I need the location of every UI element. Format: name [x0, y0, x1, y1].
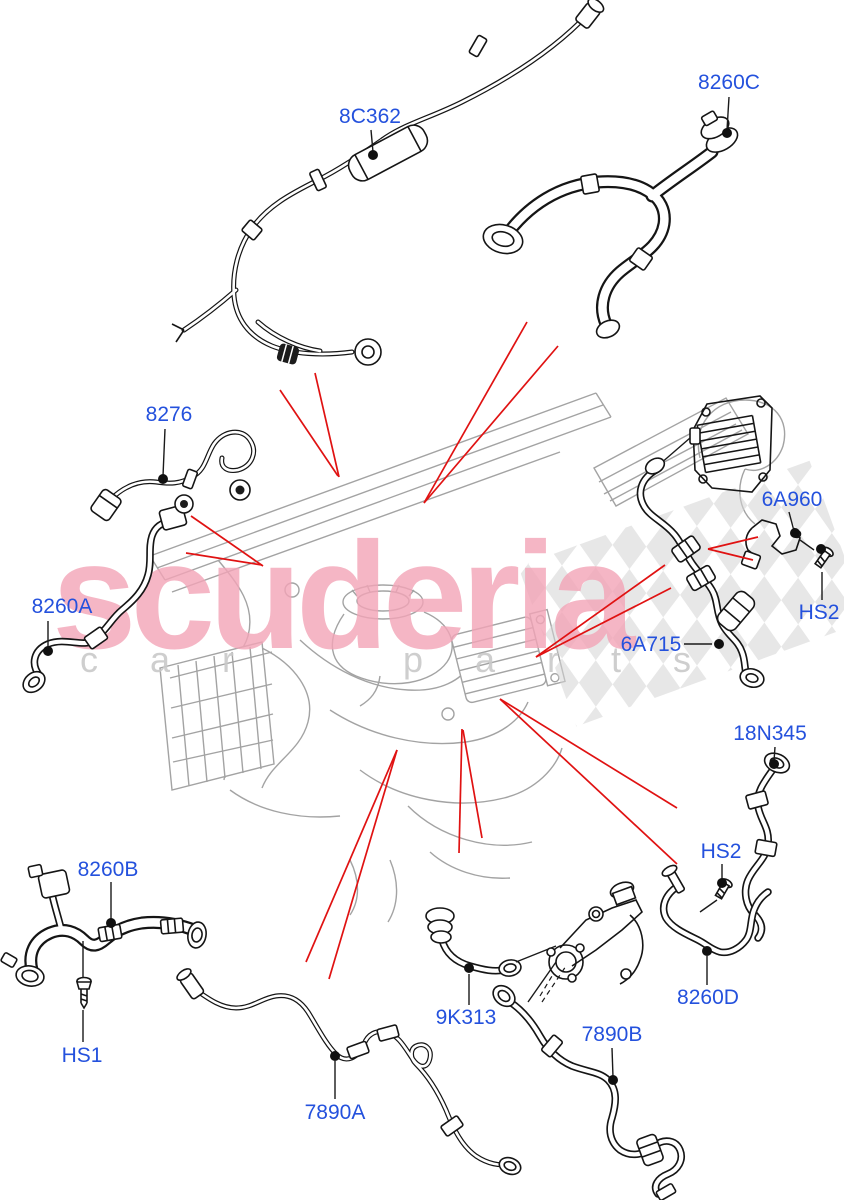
part-label-18N345[interactable]: 18N345 — [733, 722, 807, 745]
watermark: scuderia car parts — [52, 460, 844, 727]
part-label-7890B[interactable]: 7890B — [581, 1023, 643, 1046]
part-label-8276[interactable]: 8276 — [145, 403, 193, 426]
label-anchor-dots — [43, 128, 826, 1085]
hose-8C362-drawing — [171, 0, 605, 366]
screw-HS1-drawing — [75, 976, 93, 1010]
part-label-8260B[interactable]: 8260B — [77, 858, 139, 881]
label-leader-lines — [47, 96, 823, 1099]
callout-lines — [185, 321, 759, 980]
part-label-6A715[interactable]: 6A715 — [620, 633, 682, 656]
hose-8260C-drawing — [482, 110, 739, 339]
hose-9K313-drawing — [425, 907, 565, 997]
bolt-hs2-lower-leader — [699, 899, 718, 913]
part-label-8260A[interactable]: 8260A — [31, 595, 93, 618]
trans-oil-cooler-drawing — [659, 395, 773, 493]
hose-6A715-drawing — [636, 457, 765, 689]
part-label-8C362[interactable]: 8C362 — [339, 105, 401, 128]
part-label-HS2-upper[interactable]: HS2 — [798, 601, 840, 624]
hose-7890A-drawing — [176, 968, 522, 1176]
hose-8260B-drawing — [0, 863, 207, 987]
water-pump-drawing — [546, 881, 644, 985]
part-label-8260C[interactable]: 8260C — [698, 71, 760, 94]
part-label-6A960[interactable]: 6A960 — [761, 488, 823, 511]
part-label-HS2-lower[interactable]: HS2 — [700, 840, 742, 863]
checkered-flag-graphic — [518, 460, 844, 727]
hose-8260D-drawing — [659, 864, 772, 957]
part-label-7890A[interactable]: 7890A — [304, 1101, 366, 1124]
part-label-HS1[interactable]: HS1 — [61, 1044, 103, 1067]
part-label-8260D[interactable]: 8260D — [677, 986, 739, 1009]
hose-7890B-drawing — [492, 961, 685, 1200]
watermark-subtitle-text: car parts — [80, 639, 743, 680]
hose-8276-drawing — [90, 429, 256, 522]
part-label-9K313[interactable]: 9K313 — [435, 1006, 497, 1029]
